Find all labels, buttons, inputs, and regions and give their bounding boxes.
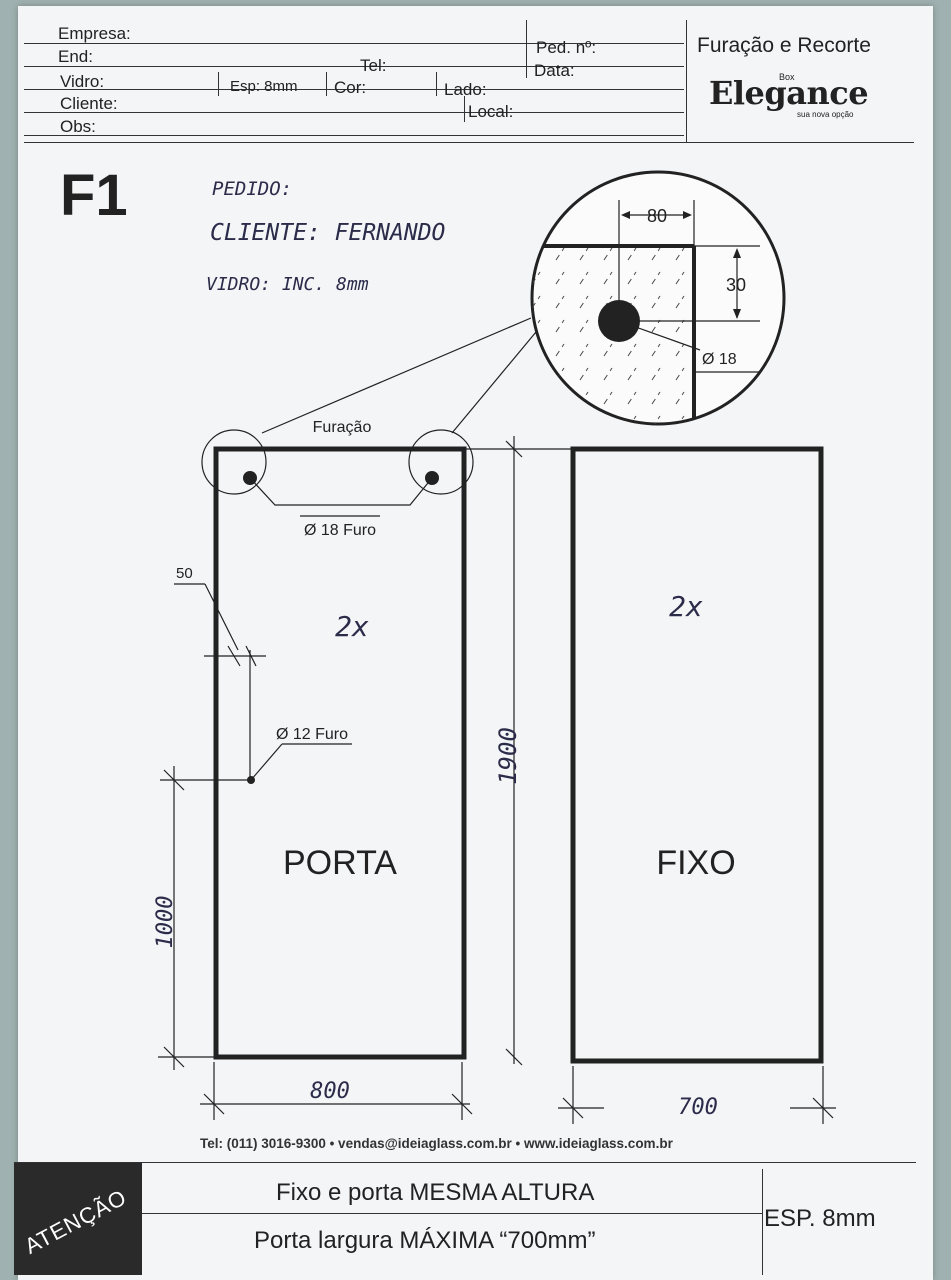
furacao-label: Furação	[313, 419, 372, 436]
detail-phi18-label: Ø 18	[702, 351, 737, 368]
end-label: End:	[58, 47, 93, 66]
footer-line2: Porta largura MÁXIMA “700mm”	[254, 1227, 596, 1254]
handwritten-dim-handle: 1000	[153, 896, 178, 949]
handwritten-vidro: VIDRO: INC. 8mm	[206, 274, 369, 295]
order-sheet	[18, 6, 933, 1280]
contact-line: Tel: (011) 3016-9300 • vendas@ideiaglass…	[200, 1136, 673, 1151]
local-label: Local:	[468, 102, 514, 121]
attention-block: ATENÇÃO	[14, 1163, 142, 1275]
handwritten-qty-porta: 2x	[335, 610, 369, 643]
hole12-label: Ø 12 Furo	[276, 726, 348, 743]
detail-30-label: 30	[726, 275, 746, 295]
brand-title: Furação e Recorte	[697, 34, 871, 57]
handwritten-dim-fixo-width: 700	[678, 1095, 718, 1120]
dim-50-label: 50	[176, 565, 193, 582]
handwritten-qty-fixo: 2x	[669, 590, 703, 623]
vidro-label: Vidro:	[60, 72, 105, 91]
brand-tagline: sua nova opção	[797, 110, 854, 119]
empresa-label: Empresa:	[58, 24, 131, 43]
detail-circle	[530, 170, 786, 426]
data-label: Data:	[534, 61, 575, 80]
fixo-label: FIXO	[656, 844, 735, 882]
sheet-code: F1	[60, 163, 128, 228]
hole18-label: Ø 18 Furo	[304, 522, 376, 539]
footer-esp: ESP. 8mm	[764, 1205, 876, 1232]
attention-label: ATENÇÃO	[20, 1184, 131, 1259]
tel-label: Tel:	[360, 56, 387, 75]
brand-block: Furação e Recorte Box Elegance sua nova …	[686, 20, 911, 142]
ped-label: Ped. nº:	[536, 38, 597, 57]
handwritten-pedido: PEDIDO:	[212, 178, 293, 200]
fixo-panel	[570, 446, 824, 1064]
header-form: Empresa: End: Tel: Ped. nº: Data: Vidro:…	[24, 20, 684, 142]
esp-label: Esp: 8mm	[230, 78, 298, 95]
handwritten-dim-porta-width: 800	[310, 1079, 350, 1104]
brand-logo: Elegance	[709, 74, 869, 112]
porta-label: PORTA	[283, 844, 397, 882]
footer-line1: Fixo e porta MESMA ALTURA	[276, 1179, 595, 1206]
cliente-label: Cliente:	[60, 94, 118, 113]
header-divider	[24, 142, 914, 143]
handwritten-dim-height: 1900	[494, 727, 522, 785]
handwritten-cliente: CLIENTE: FERNANDO	[210, 220, 446, 246]
detail-80-label: 80	[647, 206, 667, 226]
porta-panel	[213, 446, 467, 1060]
obs-label: Obs:	[60, 117, 96, 136]
brand-box-label: Box	[779, 72, 795, 82]
lado-label: Lado:	[444, 80, 487, 99]
cor-label: Cor:	[334, 78, 367, 97]
footer-notice: ATENÇÃO Fixo e porta MESMA ALTURA Porta …	[14, 1162, 916, 1275]
